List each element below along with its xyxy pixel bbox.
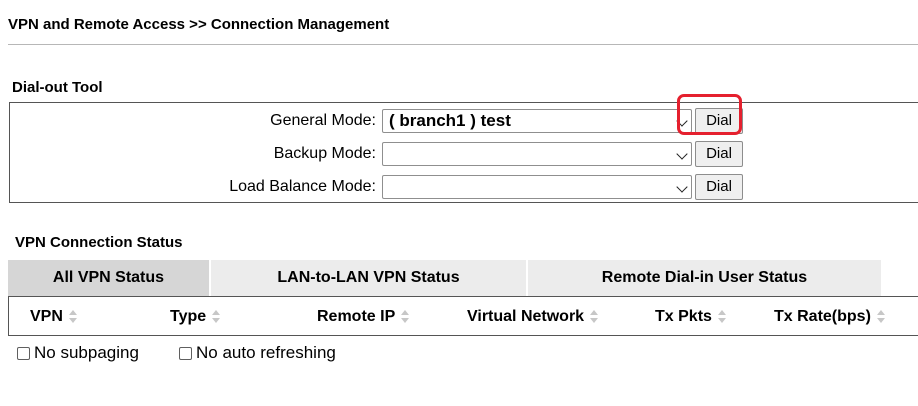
tab-divider [526, 260, 528, 296]
dial-out-tool-panel: General Mode: ( branch1 ) test Dial Back… [9, 102, 918, 203]
tab-lan-to-lan-vpn-status[interactable]: LAN-to-LAN VPN Status [211, 260, 526, 296]
column-header-type[interactable]: Type [170, 308, 221, 326]
vpn-connection-status-label: VPN Connection Status [15, 234, 183, 251]
column-header-remote-ip[interactable]: Remote IP [317, 308, 410, 326]
general-mode-value: ( branch1 ) test [389, 111, 511, 130]
column-header-vpn[interactable]: VPN [30, 308, 78, 326]
general-mode-select[interactable]: ( branch1 ) test [382, 109, 692, 133]
load-balance-mode-select[interactable] [382, 175, 692, 199]
vpn-status-table: VPN Type Remote IP Virtual Network Tx Pk… [8, 296, 918, 336]
no-auto-refreshing-checkbox[interactable] [179, 346, 192, 360]
load-balance-mode-label: Load Balance Mode: [229, 178, 376, 195]
sort-icon[interactable] [590, 310, 599, 324]
dial-out-tool-label: Dial-out Tool [12, 79, 103, 96]
dial-button-highlight [677, 94, 742, 135]
page-title: VPN and Remote Access >> Connection Mana… [8, 16, 390, 33]
load-balance-mode-dial-button[interactable]: Dial [695, 174, 743, 200]
tab-all-vpn-status[interactable]: All VPN Status [8, 260, 209, 296]
backup-mode-dial-button[interactable]: Dial [695, 141, 743, 167]
sort-icon[interactable] [212, 310, 221, 324]
general-mode-label: General Mode: [270, 112, 376, 129]
sort-icon[interactable] [401, 310, 410, 324]
backup-mode-row: Backup Mode: Dial [10, 141, 918, 167]
no-subpaging-label: No subpaging [34, 343, 139, 362]
load-balance-mode-row: Load Balance Mode: Dial [10, 174, 918, 200]
tab-remote-dial-in-user-status[interactable]: Remote Dial-in User Status [528, 260, 881, 296]
sort-icon[interactable] [68, 310, 78, 324]
sort-icon[interactable] [876, 310, 886, 324]
no-subpaging-option[interactable]: No subpaging [17, 343, 139, 363]
title-divider [8, 44, 918, 45]
chevron-down-icon [676, 181, 688, 193]
sort-icon[interactable] [717, 310, 727, 324]
no-subpaging-checkbox[interactable] [17, 346, 30, 360]
backup-mode-label: Backup Mode: [273, 145, 376, 162]
tab-divider [209, 260, 211, 296]
no-auto-refreshing-option[interactable]: No auto refreshing [179, 343, 336, 363]
no-auto-refreshing-label: No auto refreshing [196, 343, 336, 362]
general-mode-dial-button[interactable]: Dial [695, 108, 743, 134]
column-header-virtual-network[interactable]: Virtual Network [467, 308, 599, 326]
chevron-down-icon [676, 148, 688, 160]
general-mode-row: General Mode: ( branch1 ) test Dial [10, 108, 918, 134]
column-header-tx-rate[interactable]: Tx Rate(bps) [774, 308, 886, 326]
column-header-tx-pkts[interactable]: Tx Pkts [655, 308, 727, 326]
backup-mode-select[interactable] [382, 142, 692, 166]
